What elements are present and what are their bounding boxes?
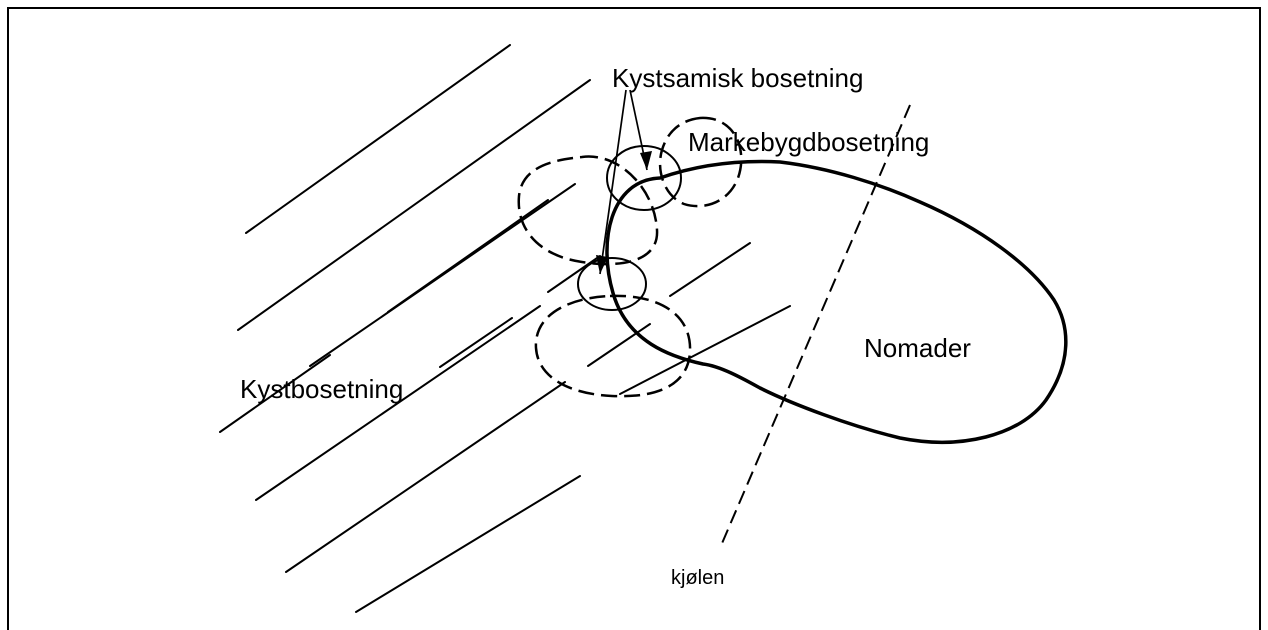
hatch-line	[547, 255, 601, 293]
settlement-areas	[517, 116, 743, 398]
hatch-line	[285, 381, 566, 573]
arrow-head-lower	[596, 255, 608, 274]
coastal-sami-arrows	[596, 89, 652, 275]
hatch-line	[255, 305, 541, 501]
hatch-line	[237, 79, 591, 331]
hatch-line	[587, 323, 651, 367]
markebygd-area	[658, 116, 743, 208]
lower-solid-circle	[577, 257, 647, 311]
upper-solid-circle	[606, 145, 682, 211]
upper-dashed-area	[517, 155, 659, 266]
hatch-line	[439, 317, 513, 368]
label-coastal: Kystbosetning	[240, 374, 403, 404]
arrow-head-upper	[640, 151, 652, 170]
coastal-hatching	[219, 44, 791, 613]
hatch-line	[669, 242, 751, 297]
ridge-dashed-line	[719, 104, 911, 549]
hatch-line	[355, 475, 581, 613]
hatch-line	[387, 199, 549, 313]
hatch-line	[219, 354, 331, 433]
lower-dashed-area	[534, 294, 692, 398]
coastal-sami-circles	[577, 145, 682, 311]
hatch-line	[245, 44, 511, 234]
nomads-boundary	[605, 159, 1068, 444]
label-ridge: kjølen	[671, 567, 724, 589]
label-coastal-sami: Kystsamisk bosetning	[612, 63, 863, 93]
hatch-line	[619, 305, 791, 395]
label-markebygd: Markebygdbosetning	[688, 127, 929, 157]
arrow-line-lower	[599, 89, 627, 275]
label-nomads: Nomader	[864, 333, 971, 363]
